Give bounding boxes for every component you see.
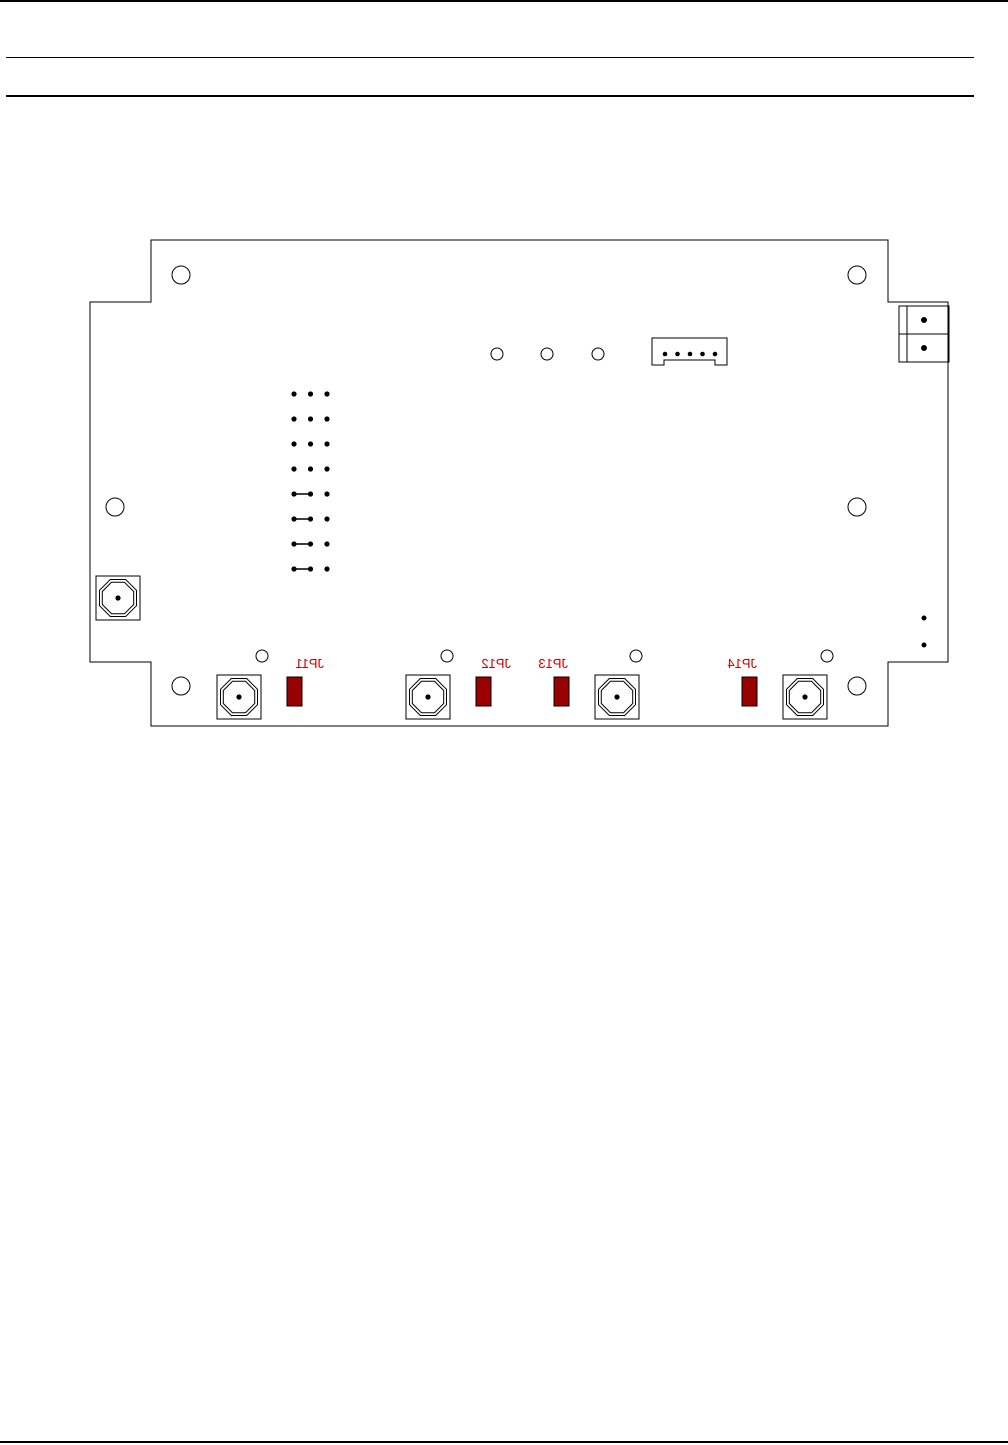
led-hole (491, 348, 503, 360)
header-pin (291, 566, 296, 571)
header-pin (324, 566, 329, 571)
mounting-hole (848, 677, 866, 695)
header-pin (291, 516, 296, 521)
jumper-label-jp14: JP14 (727, 656, 757, 671)
header-pin (308, 541, 313, 546)
jumper-block-jp12 (476, 677, 491, 706)
header-pin (308, 441, 313, 446)
jumper-block-jp13 (554, 677, 569, 706)
header-pin (291, 466, 296, 471)
header-pin (308, 391, 313, 396)
five-pin-connector (652, 338, 727, 365)
mounting-hole (172, 266, 190, 284)
board-outline (90, 240, 948, 726)
via-hole (256, 650, 268, 662)
jumper-labels: JP11 JP12 JP13 JP14 (295, 656, 757, 671)
led-hole (592, 348, 604, 360)
header-pin (324, 516, 329, 521)
jumper-block-jp14 (742, 677, 757, 706)
connector-pin (713, 352, 718, 357)
jumper-label-jp11: JP11 (295, 656, 324, 671)
top-holes (491, 348, 604, 360)
sma-connector (96, 576, 140, 620)
header-pin (324, 466, 329, 471)
header-pin (308, 566, 313, 571)
terminal-block (899, 306, 949, 362)
header-pin (324, 416, 329, 421)
sma-connector (406, 675, 450, 719)
header-pin (324, 441, 329, 446)
header-pin (291, 441, 296, 446)
sma-connector (217, 675, 261, 719)
jumper-label-jp12: JP12 (481, 656, 511, 671)
jumper-block-jp11 (287, 677, 302, 706)
sma-connector (595, 675, 639, 719)
sma-connector (783, 675, 827, 719)
via-hole (441, 650, 453, 662)
header-pin (291, 416, 296, 421)
via-hole (630, 650, 642, 662)
header-pin (308, 466, 313, 471)
header-pin (308, 491, 313, 496)
sma-connectors (96, 576, 827, 719)
header-pin (291, 541, 296, 546)
header-pin (308, 416, 313, 421)
connector-pin (675, 352, 680, 357)
mounting-hole (848, 498, 866, 516)
mounting-hole (172, 677, 190, 695)
header-pin (324, 391, 329, 396)
connector-pin (663, 352, 668, 357)
jumper-blocks (287, 677, 757, 706)
mounting-hole (848, 266, 866, 284)
via-hole (821, 650, 833, 662)
header-pin (308, 516, 313, 521)
connector-pin (688, 352, 693, 357)
header-pin (324, 541, 329, 546)
header-pin (291, 491, 296, 496)
jumper-label-jp13: JP13 (538, 656, 568, 671)
side-pins (922, 616, 927, 648)
header-pin (324, 491, 329, 496)
led-hole (541, 348, 553, 360)
mounting-hole (106, 498, 124, 516)
pin-header-8x3 (291, 391, 329, 571)
mounting-holes (106, 266, 866, 695)
connector-pin (700, 352, 705, 357)
header-pin (291, 391, 296, 396)
